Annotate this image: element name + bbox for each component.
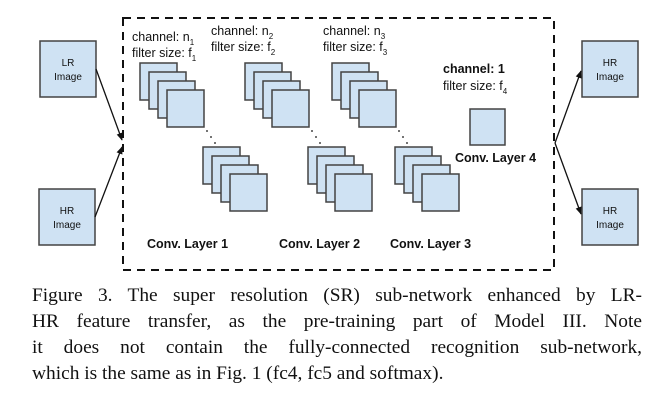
arrow-lr-to-net (95, 68, 123, 141)
output-bottom-line2: Image (596, 220, 624, 231)
svg-text:filter size: f3: filter size: f3 (323, 40, 388, 57)
svg-text:filter size: f4: filter size: f4 (443, 79, 508, 96)
input-hr-line2: Image (53, 220, 81, 231)
arrow-net-to-hr-bottom (554, 142, 582, 215)
ellipsis-dot (315, 136, 317, 138)
ellipsis-dot (210, 136, 212, 138)
layer-1-channel: channel: n (132, 30, 190, 44)
feature-map (271, 89, 310, 128)
layer-1-ellipsis (206, 130, 216, 144)
output-top-line1: HR (603, 58, 617, 69)
layer-2-params: channel: n2 filter size: f2 (211, 24, 276, 57)
layer-3-name: Conv. Layer 3 (390, 237, 471, 251)
layer-4-name: Conv. Layer 4 (455, 151, 536, 165)
input-lr-image: LR Image (39, 40, 97, 98)
caption-line: which is the same as in Fig. 1 (fc4, fc5… (32, 363, 444, 384)
input-hr-image: HR Image (38, 188, 96, 246)
svg-text:filter size: f1: filter size: f1 (132, 46, 197, 63)
caption-line: Figure 3. The super resolution (SR) sub-… (32, 285, 642, 306)
layer-3-ellipsis (398, 130, 408, 144)
ellipsis-dot (406, 142, 408, 144)
layer-3-params: channel: n3 filter size: f3 (323, 24, 388, 57)
output-hr-image-bottom: HR Image (581, 188, 639, 246)
feature-map (229, 173, 268, 212)
arrow-hr-to-net (94, 146, 123, 218)
layer-1-feature-stack-top (139, 62, 205, 128)
svg-text:channel: n3: channel: n3 (323, 24, 386, 41)
feature-map (421, 173, 460, 212)
input-lr-line2: Image (54, 72, 82, 83)
layer-2-feature-stack-top (244, 62, 310, 128)
layer-1-filter: filter size: f (132, 46, 192, 60)
subnetwork-boundary (122, 17, 555, 271)
input-hr-line1: HR (60, 206, 74, 217)
layer-1-params: channel: n1 filter size: f1 (132, 30, 197, 63)
layer-3-filter: filter size: f (323, 40, 383, 54)
ellipsis-dot (398, 130, 400, 132)
svg-text:filter size: f2: filter size: f2 (211, 40, 276, 57)
layer-2-feature-stack-bottom (307, 146, 373, 212)
layer-4-params: channel: 1 filter size: f4 (443, 62, 508, 96)
ellipsis-dot (214, 142, 216, 144)
ellipsis-dot (402, 136, 404, 138)
feature-map (166, 89, 205, 128)
output-top-line2: Image (596, 72, 624, 83)
input-lr-line1: LR (62, 58, 75, 69)
ellipsis-dot (319, 142, 321, 144)
caption-line: it does not contain the fully-connected … (32, 337, 642, 358)
layer-2-filter: filter size: f (211, 40, 271, 54)
layer-2-ellipsis (311, 130, 321, 144)
feature-map (358, 89, 397, 128)
layer-3-feature-stack-top (331, 62, 397, 128)
ellipsis-dot (206, 130, 208, 132)
layer-3-channel: channel: n (323, 24, 381, 38)
layer-4-filter: filter size: f (443, 79, 503, 93)
layer-1-name: Conv. Layer 1 (147, 237, 228, 251)
feature-map (334, 173, 373, 212)
layer-3-feature-stack-bottom (394, 146, 460, 212)
svg-text:channel: n2: channel: n2 (211, 24, 274, 41)
layer-1-feature-stack-bottom (202, 146, 268, 212)
caption-line: HR feature transfer, as the pre-training… (32, 311, 642, 332)
layer-2-name: Conv. Layer 2 (279, 237, 360, 251)
arrow-net-to-hr-top (554, 70, 582, 144)
layer-2-channel: channel: n (211, 24, 269, 38)
svg-text:channel: n1: channel: n1 (132, 30, 195, 47)
output-hr-image-top: HR Image (581, 40, 639, 98)
ellipsis-dot (311, 130, 313, 132)
layer-4-channel: channel: 1 (443, 62, 505, 76)
output-bottom-line1: HR (603, 206, 617, 217)
sr-network-diagram: LR Image HR Image HR Image HR Image chan… (38, 17, 639, 271)
layer-4-feature-map (469, 108, 506, 146)
figure-caption: Figure 3. The super resolution (SR) sub-… (32, 283, 642, 387)
